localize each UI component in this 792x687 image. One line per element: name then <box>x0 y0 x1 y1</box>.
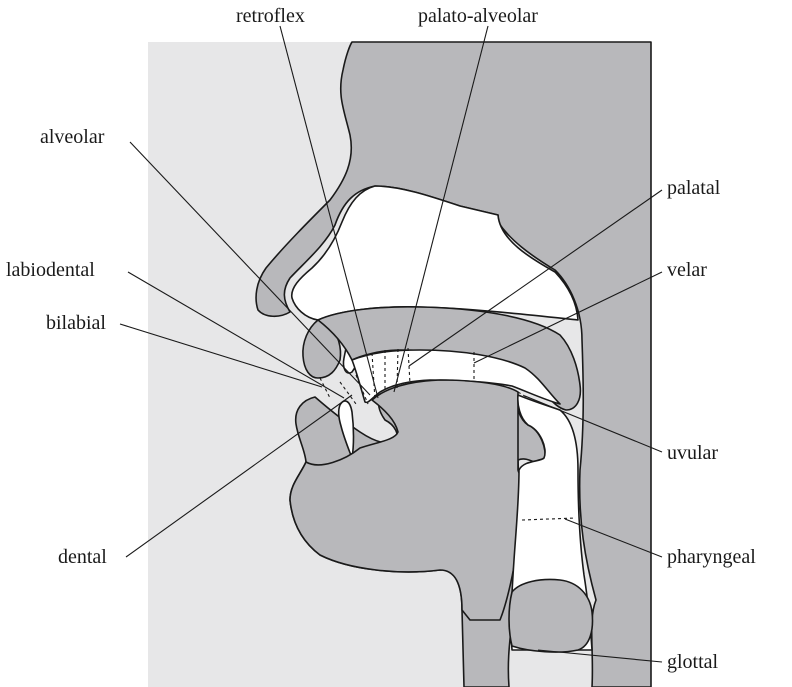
label-dental: dental <box>58 546 107 568</box>
label-bilabial: bilabial <box>46 312 106 334</box>
label-pharyngeal: pharyngeal <box>667 546 756 568</box>
label-retroflex: retroflex <box>236 5 305 27</box>
label-palatal: palatal <box>667 177 721 199</box>
label-alveolar: alveolar <box>40 126 105 148</box>
label-uvular: uvular <box>667 442 718 464</box>
label-glottal: glottal <box>667 651 719 673</box>
label-palato-alveolar: palato-alveolar <box>418 5 538 27</box>
larynx <box>509 580 592 653</box>
label-labiodental: labiodental <box>6 259 95 281</box>
label-velar: velar <box>667 259 707 281</box>
